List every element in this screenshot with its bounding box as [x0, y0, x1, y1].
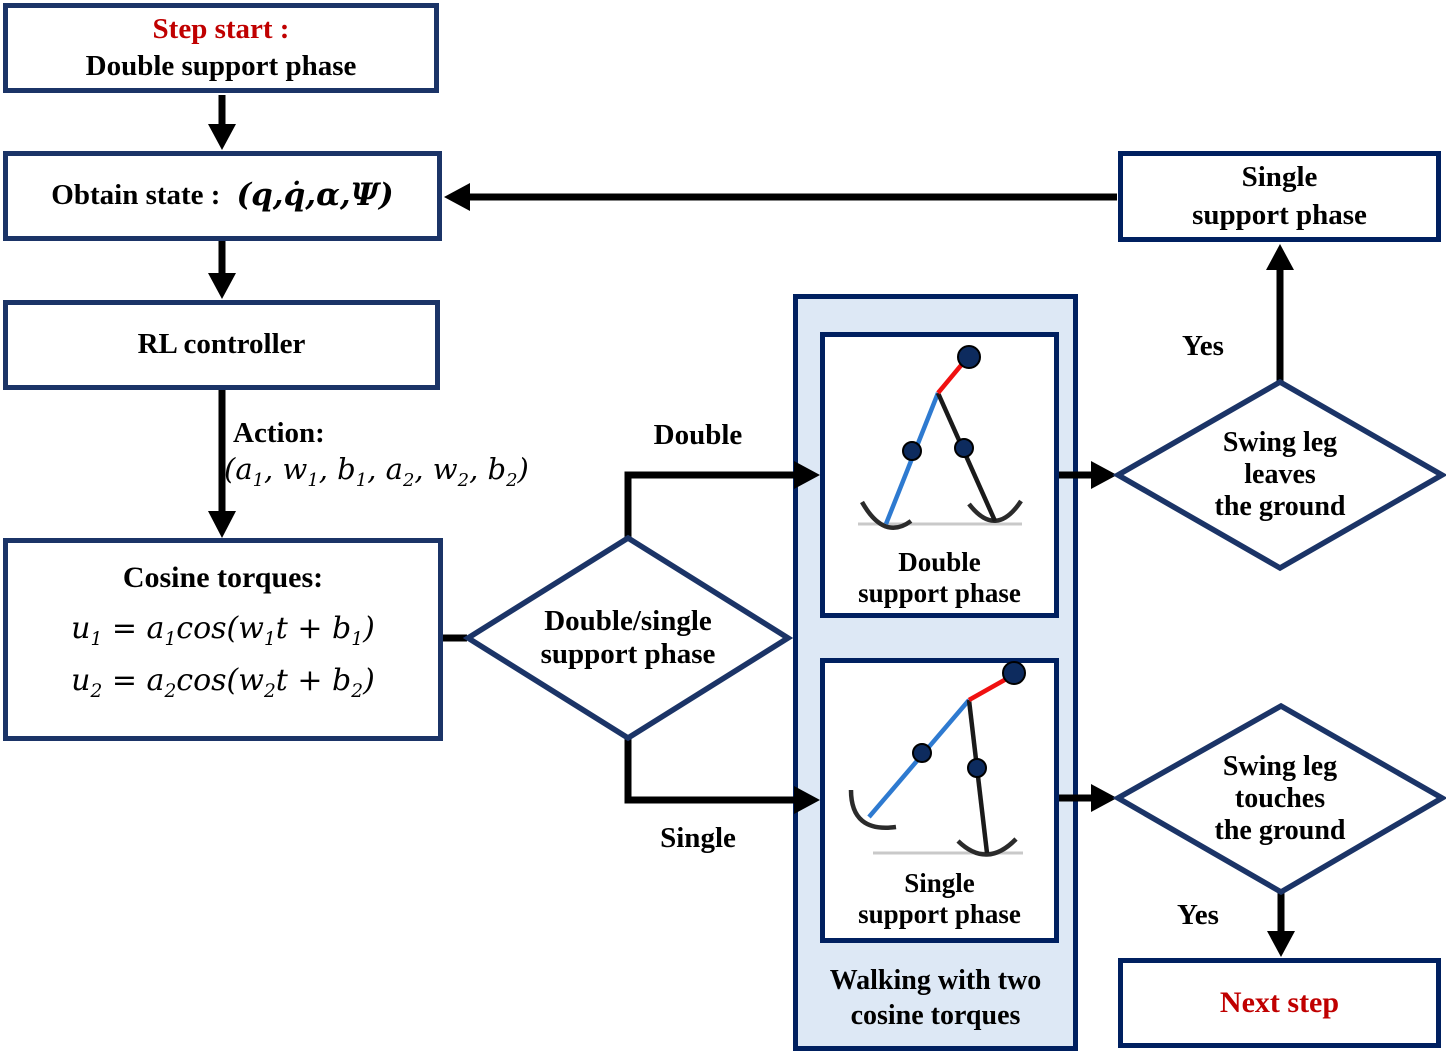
double-support-caption: Double support phase: [822, 547, 1057, 609]
action-formula: (a1, w1, b1, a2, w2, b2): [224, 452, 529, 491]
single-support-phase-box: Single support phase: [1118, 151, 1441, 242]
swing-leaves-line1: Swing leg: [1222, 427, 1338, 459]
double-support-caption-line2: support phase: [858, 578, 1021, 609]
swing-leaves-text: Swing leg leaves the ground: [1118, 418, 1442, 532]
phase-decision-line2: support phase: [540, 638, 716, 670]
arrowhead-step: [208, 124, 236, 150]
cosine-torques-title: Cosine torques:: [122, 561, 324, 594]
walking-panel-caption: Walking with two cosine torques: [793, 963, 1078, 1033]
double-support-caption-line1: Double: [898, 547, 981, 577]
obtain-state-box: Obtain state : (q,q̇,α,Ψ): [3, 151, 442, 241]
walking-panel-caption-line2: cosine torques: [850, 1000, 1021, 1031]
next-step-label: Next step: [1219, 985, 1340, 1019]
single-support-caption-line1: Single: [904, 868, 975, 898]
obtain-state-label: Obtain state :: [51, 179, 221, 212]
arrowhead-next: [1267, 931, 1295, 957]
arrowhead-obtain: [208, 273, 236, 299]
swing-touches-line2: touches: [1234, 783, 1326, 815]
swing-touches-line1: Swing leg: [1222, 751, 1338, 783]
swing-leaves-line3: the ground: [1214, 490, 1346, 522]
cosine-equation-2: u2 = a2cos(w2t + b2): [71, 662, 375, 702]
step-start-title: Step start :: [152, 12, 290, 45]
swing-leaves-line2: leaves: [1244, 459, 1316, 491]
phase-decision-line1: Double/single: [544, 604, 712, 637]
step-start-subtitle: Double support phase: [85, 50, 357, 82]
phase-decision-text: Double/single support phase: [468, 592, 788, 684]
swing-touches-line3: the ground: [1214, 814, 1346, 846]
branch-label-double: Double: [653, 419, 743, 451]
arrow-branch-double: [624, 471, 795, 538]
state-vector: (q,q̇,α,Ψ): [236, 177, 394, 214]
yes-label-top: Yes: [1182, 330, 1224, 362]
rl-controller-label: RL controller: [137, 328, 306, 361]
walking-panel-caption-line1: Walking with two: [829, 965, 1042, 996]
step-start-box: Step start : Double support phase: [3, 3, 439, 93]
next-step-box: Next step: [1118, 958, 1441, 1048]
yes-label-bottom: Yes: [1177, 899, 1219, 931]
arrowhead-touches: [1091, 784, 1117, 812]
branch-label-single: Single: [660, 822, 736, 854]
single-support-line1: Single: [1241, 161, 1318, 194]
single-support-line2: support phase: [1192, 198, 1367, 231]
single-support-caption: Single support phase: [822, 868, 1057, 930]
single-support-caption-line2: support phase: [858, 899, 1021, 930]
cosine-torques-box: Cosine torques: u1 = a1cos(w1t + b1) u2 …: [3, 538, 443, 741]
rl-controller-box: RL controller: [3, 300, 440, 390]
swing-touches-text: Swing leg touches the ground: [1118, 742, 1442, 856]
arrowhead-leaves: [1091, 461, 1117, 489]
arrowhead-obtain-return: [444, 183, 470, 211]
cosine-equation-1: u1 = a1cos(w1t + b1): [71, 611, 375, 651]
arrowhead-singlebox: [1266, 244, 1294, 270]
arrowhead-rl: [208, 511, 236, 538]
action-title: Action:: [233, 417, 325, 449]
arrow-branch-single: [624, 738, 795, 804]
